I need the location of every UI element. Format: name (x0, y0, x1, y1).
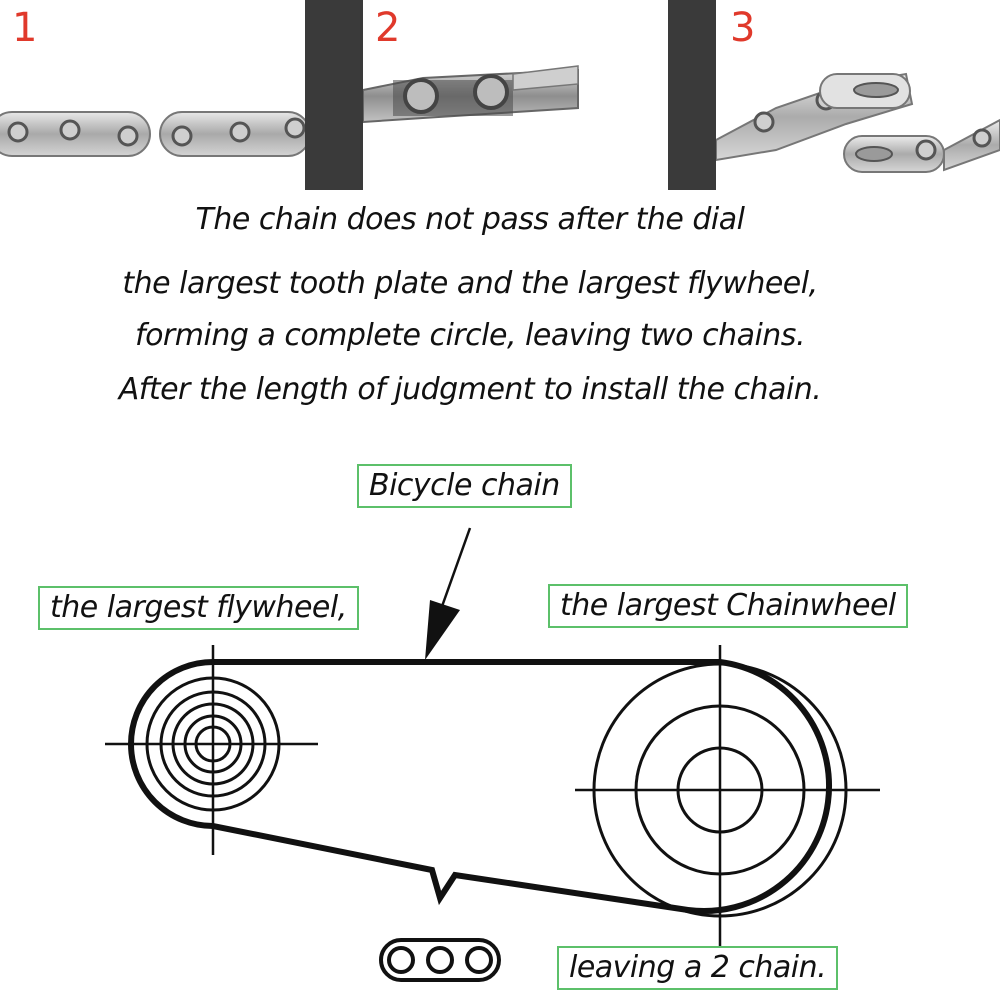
instruction-line-3: forming a complete circle, leaving two c… (135, 318, 805, 353)
label-bicycle-chain: Bicycle chain (357, 464, 572, 508)
instruction-line-1: The chain does not pass after the dial (195, 202, 745, 237)
chainwheel-sprocket (575, 645, 880, 950)
quick-link-illustration (716, 72, 1000, 173)
photo-divider (668, 0, 716, 190)
label-largest-chainwheel: the largest Chainwheel (548, 584, 908, 628)
chain-ends-illustration (0, 111, 305, 157)
step-2-photo: 2 (363, 0, 668, 190)
chain-pointer-arrow (425, 527, 472, 660)
instruction-line-2: the largest tooth plate and the largest … (122, 266, 818, 301)
label-largest-flywheel: the largest flywheel, (38, 586, 359, 630)
photo-divider (305, 0, 363, 190)
two-chain-links-icon (379, 938, 501, 982)
step-3-photo: 3 (716, 0, 1000, 190)
label-leaving-two-chain: leaving a 2 chain. (557, 946, 839, 990)
step-number-3: 3 (730, 5, 756, 51)
step-1-photo: 1 (0, 0, 305, 190)
instruction-line-4: After the length of judgment to install … (118, 372, 822, 407)
photo-strip: 1 2 (0, 0, 1000, 192)
flywheel-sprocket (105, 645, 318, 855)
step-number-2: 2 (375, 5, 401, 51)
step-number-1: 1 (12, 5, 38, 51)
chain-link-closeup-illustration (363, 65, 579, 124)
chain-loop (128, 659, 833, 915)
